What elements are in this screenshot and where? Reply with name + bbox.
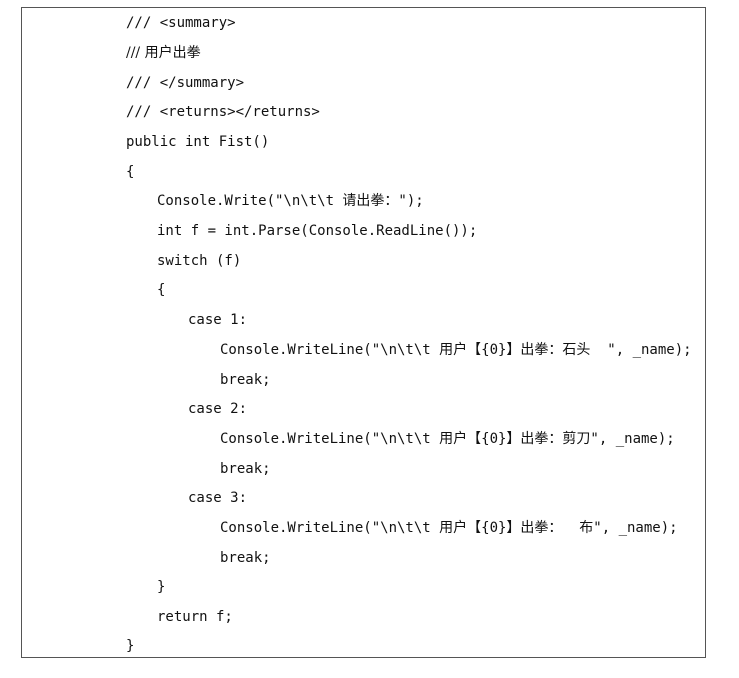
code-block: /// <summary> /// 用户出拳 /// </summary> //… <box>22 8 705 657</box>
code-line-18: Console.WriteLine("\n\t\t 用户【{0}】出拳： 布",… <box>220 520 678 536</box>
code-line-17: case 3: <box>188 490 248 506</box>
code-line-14: case 2: <box>188 401 248 417</box>
code-line-8: int f = int.Parse(Console.ReadLine()); <box>157 223 478 239</box>
code-line-15: Console.WriteLine("\n\t\t 用户【{0}】出拳：剪刀",… <box>220 431 675 447</box>
code-line-1: /// <summary> <box>126 15 236 31</box>
code-line-3: /// </summary> <box>126 75 245 91</box>
code-line-21: return f; <box>157 609 233 625</box>
code-line-2: /// 用户出拳 <box>126 45 201 61</box>
code-line-4: /// <returns></returns> <box>126 104 320 120</box>
code-line-22: } <box>126 638 135 654</box>
code-line-6: { <box>126 164 135 180</box>
code-line-11: case 1: <box>188 312 248 328</box>
code-line-10: { <box>157 282 166 298</box>
code-line-13: break; <box>220 372 271 388</box>
code-line-12: Console.WriteLine("\n\t\t 用户【{0}】出拳：石头 "… <box>220 342 692 358</box>
code-line-9: switch (f) <box>157 253 242 269</box>
code-line-5: public int Fist() <box>126 134 270 150</box>
code-line-7: Console.Write("\n\t\t 请出拳："); <box>157 193 424 209</box>
code-line-19: break; <box>220 550 271 566</box>
code-frame: /// <summary> /// 用户出拳 /// </summary> //… <box>21 7 706 658</box>
code-line-20: } <box>157 579 166 595</box>
code-line-16: break; <box>220 461 271 477</box>
